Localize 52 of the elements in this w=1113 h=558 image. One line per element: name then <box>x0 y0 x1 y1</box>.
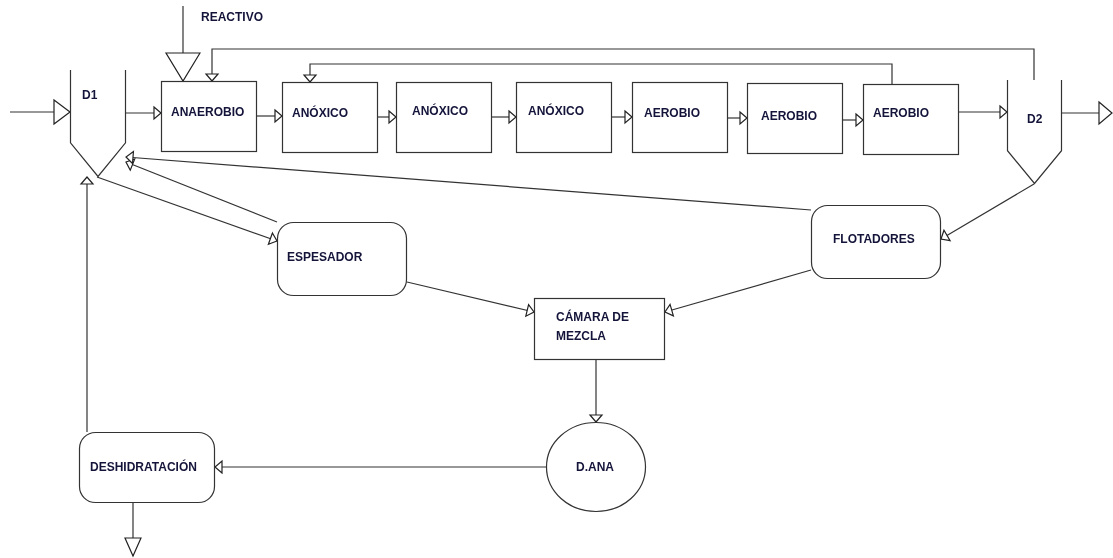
tank-box <box>534 298 665 360</box>
node-label: DESHIDRATACIÓN <box>90 458 197 476</box>
flow-arrow <box>125 106 162 120</box>
rounded-process-box <box>277 222 407 296</box>
flow-arrow <box>406 281 535 317</box>
tank-box <box>747 83 843 154</box>
flow-arrow <box>377 110 397 124</box>
flow-arrow <box>124 502 142 557</box>
flow-arrow <box>303 63 893 85</box>
tank-box <box>282 82 378 153</box>
flow-arrow <box>125 150 812 211</box>
flow-arrow <box>491 110 517 124</box>
tank-box <box>632 82 728 153</box>
node-label: D1 <box>82 87 98 104</box>
flow-arrow <box>842 113 864 127</box>
tank-box <box>863 84 959 155</box>
flow-arrow <box>1061 101 1113 125</box>
node-label: ANÓXICO <box>528 102 584 120</box>
flow-arrow <box>96 176 278 245</box>
flow-arrow <box>214 460 547 474</box>
flow-arrow <box>165 5 201 82</box>
digester-circle <box>546 422 646 512</box>
node-label: D.ANA <box>576 459 614 476</box>
tank-box <box>161 81 257 152</box>
node-label: AEROBIO <box>644 105 700 122</box>
node-label: ANÓXICO <box>292 104 348 122</box>
flow-arrow <box>256 109 283 123</box>
flow-arrow <box>9 99 71 125</box>
settler-tank <box>1007 80 1062 184</box>
node-label: ANAEROBIO <box>171 104 245 121</box>
flow-arrow <box>940 183 1035 242</box>
node-label: ESPESADOR <box>287 249 363 266</box>
rounded-process-box <box>79 432 215 503</box>
node-label: AEROBIO <box>873 105 929 122</box>
tank-box <box>396 82 492 153</box>
flow-arrow <box>727 111 748 125</box>
rounded-process-box <box>811 205 941 279</box>
flow-arrow <box>80 176 94 433</box>
flow-arrow <box>125 158 278 223</box>
node-label: CÁMARA DE MEZCLA <box>556 308 630 345</box>
flow-arrow <box>205 48 1035 82</box>
flow-arrow <box>589 359 603 423</box>
flow-arrow <box>611 110 633 124</box>
node-label: AEROBIO <box>761 108 817 125</box>
flow-arrow <box>958 105 1008 119</box>
node-label: FLOTADORES <box>833 231 915 248</box>
flow-arrow <box>664 269 812 317</box>
node-label: ANÓXICO <box>412 102 468 120</box>
settler-tank <box>70 70 126 177</box>
tank-box <box>516 82 612 153</box>
node-label: D2 <box>1027 111 1043 128</box>
reagent-label: REACTIVO <box>201 10 263 24</box>
